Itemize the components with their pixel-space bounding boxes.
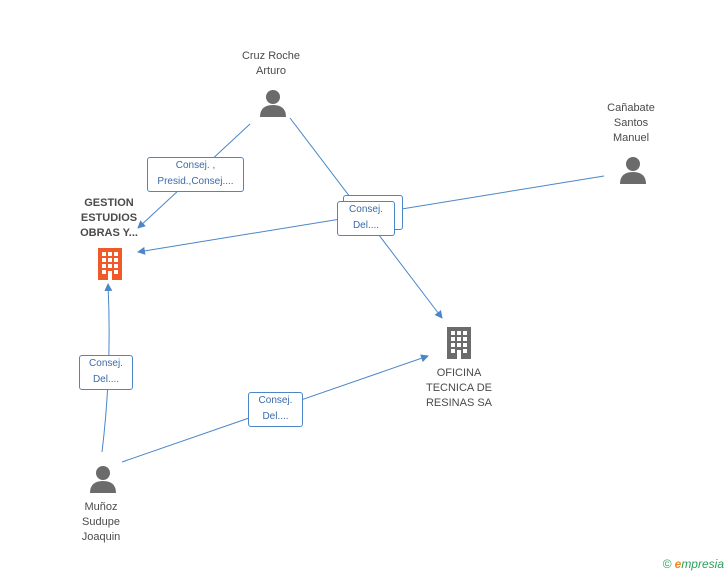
relation-line: Del.... bbox=[262, 411, 289, 422]
relation-box-cruz-canabate[interactable]: Consej. Del.... bbox=[337, 201, 395, 236]
label-line: OFICINA bbox=[436, 367, 482, 379]
building-icon[interactable] bbox=[95, 247, 125, 281]
copyright-symbol: © bbox=[662, 557, 672, 571]
person-munoz-label[interactable]: Muñoz Sudupe Joaquin bbox=[56, 500, 146, 545]
relation-line: Consej. bbox=[89, 358, 123, 369]
person-canabate-label[interactable]: Cañabate Santos Manuel bbox=[586, 101, 676, 146]
relation-line: Consej. , bbox=[175, 160, 216, 171]
label-line: Sudupe bbox=[82, 516, 120, 528]
relation-box-cruz-gestion[interactable]: Consej. , Presid.,Consej.... bbox=[147, 157, 244, 192]
label-line: ESTUDIOS bbox=[80, 212, 138, 224]
relation-line: Consej. bbox=[349, 204, 383, 215]
person-icon[interactable] bbox=[88, 464, 118, 494]
brand-logo-e: e bbox=[674, 557, 682, 571]
person-cruz-label[interactable]: Cruz Roche Arturo bbox=[226, 49, 316, 79]
label-line: GESTION bbox=[84, 197, 134, 209]
relation-line: Del.... bbox=[352, 220, 380, 231]
label-line: Arturo bbox=[256, 65, 286, 77]
person-icon[interactable] bbox=[258, 88, 288, 118]
relation-box-munoz-oficina[interactable]: Consej. Del.... bbox=[248, 392, 303, 427]
relation-line: Del.... bbox=[92, 374, 120, 385]
label-line: TECNICA DE bbox=[425, 382, 492, 394]
label-line: RESINAS SA bbox=[425, 397, 493, 409]
company-oficina-label[interactable]: OFICINA TECNICA DE RESINAS SA bbox=[412, 366, 506, 411]
brand-logo-text: mpresia bbox=[681, 557, 724, 571]
label-line: Muñoz bbox=[84, 501, 118, 513]
label-line: Manuel bbox=[612, 132, 650, 144]
label-line: OBRAS Y... bbox=[80, 227, 138, 239]
relation-box-munoz-gestion[interactable]: Consej. Del.... bbox=[79, 355, 133, 390]
label-line: Cañabate bbox=[607, 102, 655, 114]
relation-line: Consej. bbox=[258, 395, 293, 406]
label-line: Santos bbox=[613, 117, 649, 129]
person-icon[interactable] bbox=[618, 155, 648, 185]
relation-line: Presid.,Consej.... bbox=[157, 176, 234, 187]
building-icon[interactable] bbox=[444, 326, 474, 360]
brand-logo: ©empresia bbox=[663, 557, 724, 571]
label-line: Cruz Roche bbox=[241, 50, 301, 62]
company-gestion-label[interactable]: GESTION ESTUDIOS OBRAS Y... bbox=[64, 196, 154, 241]
label-line: Joaquin bbox=[81, 531, 121, 543]
